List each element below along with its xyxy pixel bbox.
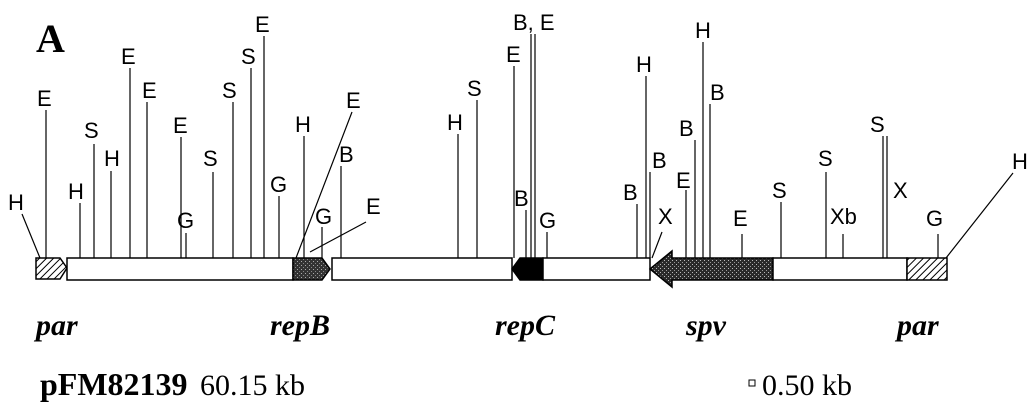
site-label: G xyxy=(177,208,194,233)
site-label: E xyxy=(37,86,52,111)
gene-label-par-left: par xyxy=(33,309,78,342)
plasmid-size: 60.15 kb xyxy=(200,369,305,402)
site-label: H xyxy=(104,146,120,171)
site-label: G xyxy=(539,208,556,233)
repC-arrow xyxy=(511,257,544,281)
site-label: E xyxy=(366,194,381,219)
site-label: H xyxy=(447,110,463,135)
site-label: S xyxy=(870,112,885,137)
site-label: B xyxy=(623,180,638,205)
site-label: E xyxy=(255,12,270,37)
site-label: Xb xyxy=(830,204,857,229)
site-label: G xyxy=(926,206,943,231)
gene-label-repB: repB xyxy=(270,309,330,342)
scale-label: 0.50 kb xyxy=(762,369,852,402)
site-label: H xyxy=(68,179,84,204)
site-label: H xyxy=(1012,149,1028,174)
site-label: X xyxy=(658,204,673,229)
site-label: B, E xyxy=(513,10,555,35)
site-label: B xyxy=(710,80,725,105)
site-label: E xyxy=(733,206,748,231)
site-label: S xyxy=(84,118,99,143)
site-label: B xyxy=(679,116,694,141)
site-label: G xyxy=(315,204,332,229)
site-label: S xyxy=(467,76,482,101)
site-label: S xyxy=(222,78,237,103)
site-label: E xyxy=(346,88,361,113)
map-segment xyxy=(542,257,651,281)
gene-label-spv: spv xyxy=(685,309,727,342)
site-label: E xyxy=(142,78,157,103)
panel-letter: A xyxy=(36,16,65,61)
site-label: E xyxy=(506,42,521,67)
par-left-segment xyxy=(35,257,68,280)
site-label: H xyxy=(695,18,711,43)
site-label: B xyxy=(339,142,354,167)
site-label: B xyxy=(514,186,529,211)
site-label: X xyxy=(893,178,908,203)
site-label: E xyxy=(676,168,691,193)
site-label: B xyxy=(652,148,667,173)
map-segment xyxy=(66,257,294,281)
map-segment xyxy=(331,257,513,281)
spv-arrow xyxy=(648,249,774,289)
repB-arrow xyxy=(292,257,331,281)
scale-bar-marker xyxy=(748,379,756,387)
site-label: H xyxy=(295,112,311,137)
gene-label-par-right: par xyxy=(894,309,939,342)
plasmid-name: pFM82139 xyxy=(40,366,188,402)
site-label: S xyxy=(203,146,218,171)
site-label: H xyxy=(8,190,24,215)
site-label: S xyxy=(818,146,833,171)
restriction-sites: H E H S H E E E G S S S E G H E G xyxy=(8,10,1028,259)
map-segment xyxy=(772,257,908,281)
site-label: G xyxy=(270,172,287,197)
par-right-segment xyxy=(906,257,948,281)
site-label: S xyxy=(772,178,787,203)
site-label: E xyxy=(173,113,188,138)
gene-label-repC: repC xyxy=(495,309,556,342)
map-track xyxy=(35,249,948,289)
site-label: H xyxy=(636,52,652,77)
site-label: E xyxy=(121,44,136,69)
site-label: S xyxy=(241,44,256,69)
